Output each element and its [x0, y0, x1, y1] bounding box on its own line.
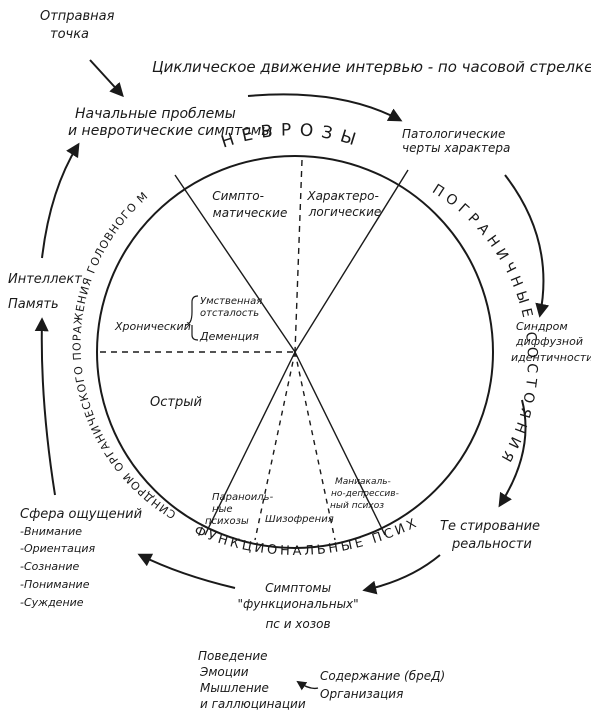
outer-top-left: Начальные проблемы и невротические симпт… [68, 106, 272, 139]
sector-schizophrenia: Шизофрения [265, 514, 334, 525]
outer-right: Синдром диффузной идентичности [511, 320, 591, 364]
sector-symptomatic: Симпто- матические [212, 189, 287, 220]
outer-very-bottom-right: Содержание (бреД) Организация [320, 669, 449, 701]
outer-left: Интеллект Память [8, 272, 86, 312]
header-label: Циклическое движение интервью - по часов… [152, 58, 591, 76]
sector-dividers [100, 159, 409, 541]
outer-bottom-left-items: -Внимание -Ориентация -Сознание -Пониман… [20, 525, 99, 609]
chronic-branch: Хронический Умственная отсталость Деменц… [114, 295, 265, 343]
outer-very-bottom-left: Поведение Эмоции Мышление и галлюцинации [198, 649, 306, 711]
sector-retardation: Умственная отсталость [200, 296, 265, 319]
sector-characterological: Характеро- логические [306, 189, 382, 219]
sector-dementia: Деменция [199, 330, 259, 343]
outer-bottom-right: Те стирование реальности [440, 519, 544, 552]
sector-manic: Маниакаль- но-депрессив- ный психоз [330, 477, 402, 511]
outer-bottom-left-title: Сфера ощущений [20, 507, 142, 522]
cycle-arrows [34, 59, 550, 595]
rim-organic: СИНДРОМ ОРГАНИЧЕСКОГО ПОРАЖЕНИЯ ГОЛОВНОГ… [0, 0, 178, 521]
sector-acute: Острый [150, 395, 202, 410]
outer-top-right: Патологические черты характера [402, 127, 510, 155]
outer-bottom: Симптомы "функциональных" пс и хозов [238, 581, 363, 631]
sector-paranoid: Параноиль- ные психозы [205, 492, 276, 527]
start-point-label: Отправная точка [40, 9, 119, 42]
content-arrow [296, 680, 319, 691]
main-circle [96, 155, 494, 549]
sector-chronic: Хронический [114, 320, 191, 333]
